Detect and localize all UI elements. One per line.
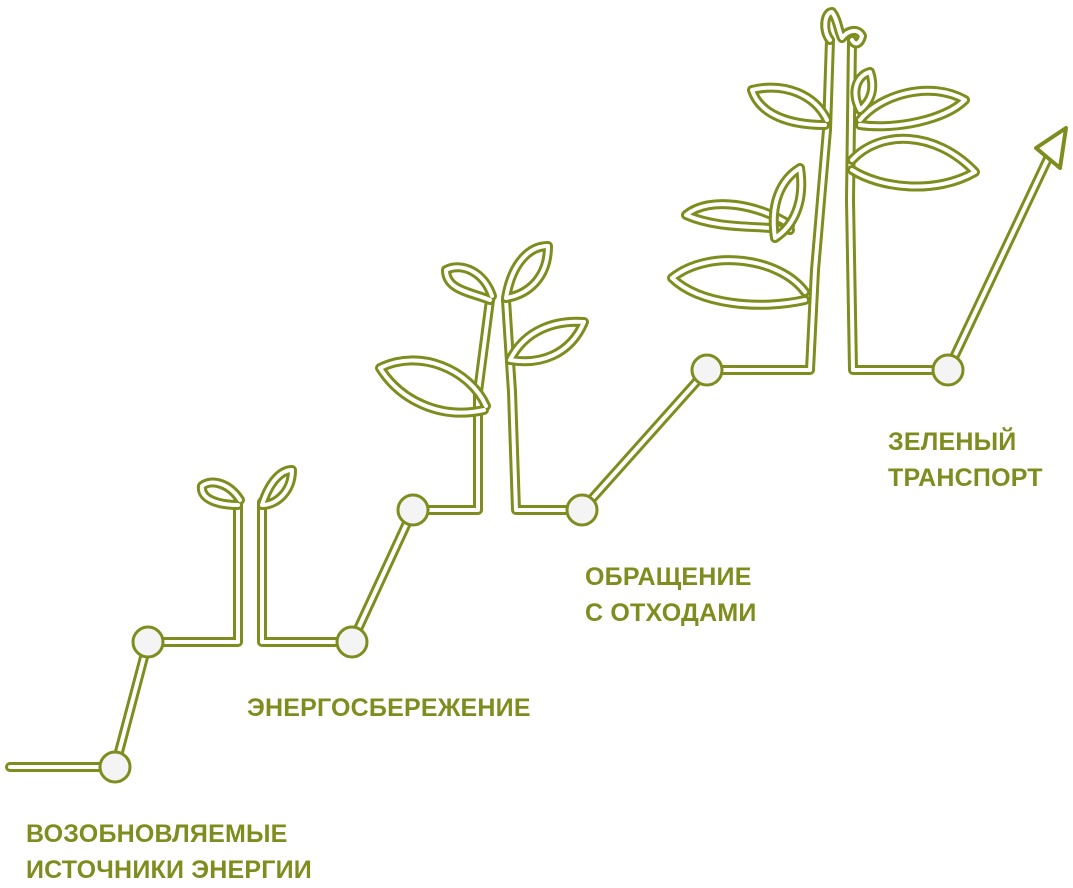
- step-label-line: ВОЗОБНОВЛЯЕМЫЕ: [26, 816, 312, 852]
- growth-path: [10, 40, 1052, 767]
- step-label-line: ТРАНСПОРТ: [888, 460, 1043, 496]
- step-label-renewables: ВОЗОБНОВЛЯЕМЫЕ ИСТОЧНИКИ ЭНЕРГИИ: [26, 816, 312, 888]
- step-label-energy-saving: ЭНЕРГОСБЕРЕЖЕНИЕ: [247, 690, 531, 726]
- step-nodes: [100, 355, 963, 782]
- step-node: [567, 495, 597, 525]
- step-node: [692, 355, 722, 385]
- step-node: [933, 355, 963, 385]
- step-node: [398, 495, 428, 525]
- step-node: [100, 752, 130, 782]
- step-node: [133, 627, 163, 657]
- step-label-line: С ОТХОДАМИ: [585, 595, 757, 631]
- step-node: [337, 627, 367, 657]
- step-label-line: ОБРАЩЕНИЕ: [585, 559, 757, 595]
- step-label-waste: ОБРАЩЕНИЕ С ОТХОДАМИ: [585, 559, 757, 631]
- sprout-icon: [202, 470, 292, 505]
- arrow-up-icon: [1036, 128, 1066, 168]
- step-label-line: ИСТОЧНИКИ ЭНЕРГИИ: [26, 852, 312, 888]
- young-plant-icon: [672, 88, 827, 305]
- step-label-green-transport: ЗЕЛЕНЫЙ ТРАНСПОРТ: [888, 424, 1043, 496]
- step-label-line: ЭНЕРГОСБЕРЕЖЕНИЕ: [247, 690, 531, 726]
- step-label-line: ЗЕЛЕНЫЙ: [888, 424, 1043, 460]
